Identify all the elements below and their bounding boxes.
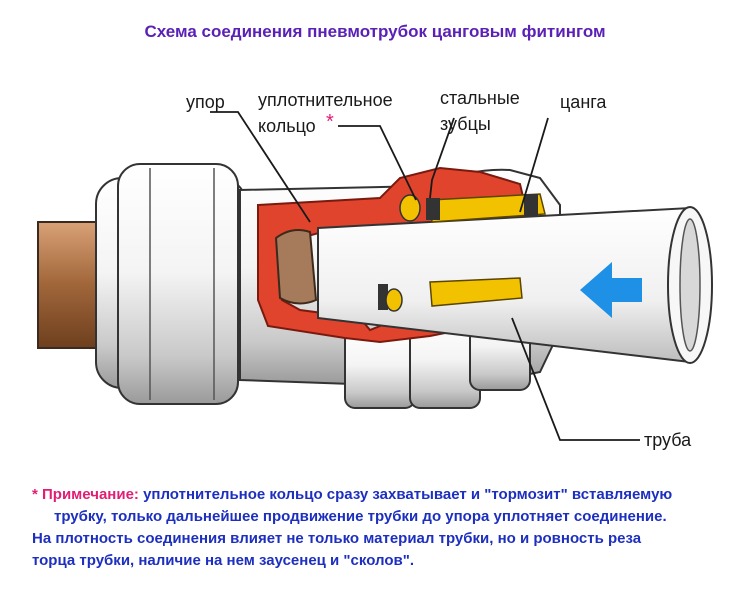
fitting-body-left (95, 163, 247, 405)
label-tube: труба (644, 430, 692, 450)
footnote-line4: торца трубки, наличие на нем заусенец и … (32, 552, 414, 569)
label-leaders (210, 111, 640, 441)
label-stop: упор (186, 92, 225, 112)
footnote-line2: трубку, только дальнейшее продвижение тр… (54, 508, 667, 525)
label-seal-line1: уплотнительное (258, 90, 393, 110)
arrow-left-icon (580, 262, 642, 318)
label-teeth-line1: стальные (440, 88, 520, 108)
label-collet: цанга (560, 92, 607, 112)
footnote-line1: уплотнительное кольцо сразу захватывает … (143, 486, 673, 503)
label-teeth-line2: зубцы (440, 114, 491, 134)
footnote: * Примечание: уплотнительное кольцо сраз… (32, 484, 732, 572)
sealing-ring (385, 194, 421, 312)
footnote-prefix: * Примечание: (32, 486, 139, 503)
diagram-title: Схема соединения пневмотрубок цанговым ф… (144, 22, 606, 41)
steel-teeth (378, 194, 538, 310)
label-seal-line2: кольцо (258, 116, 316, 136)
footnote-line3: На плотность соединения влияет не только… (32, 530, 642, 547)
seal-footnote-star: * (326, 111, 334, 133)
